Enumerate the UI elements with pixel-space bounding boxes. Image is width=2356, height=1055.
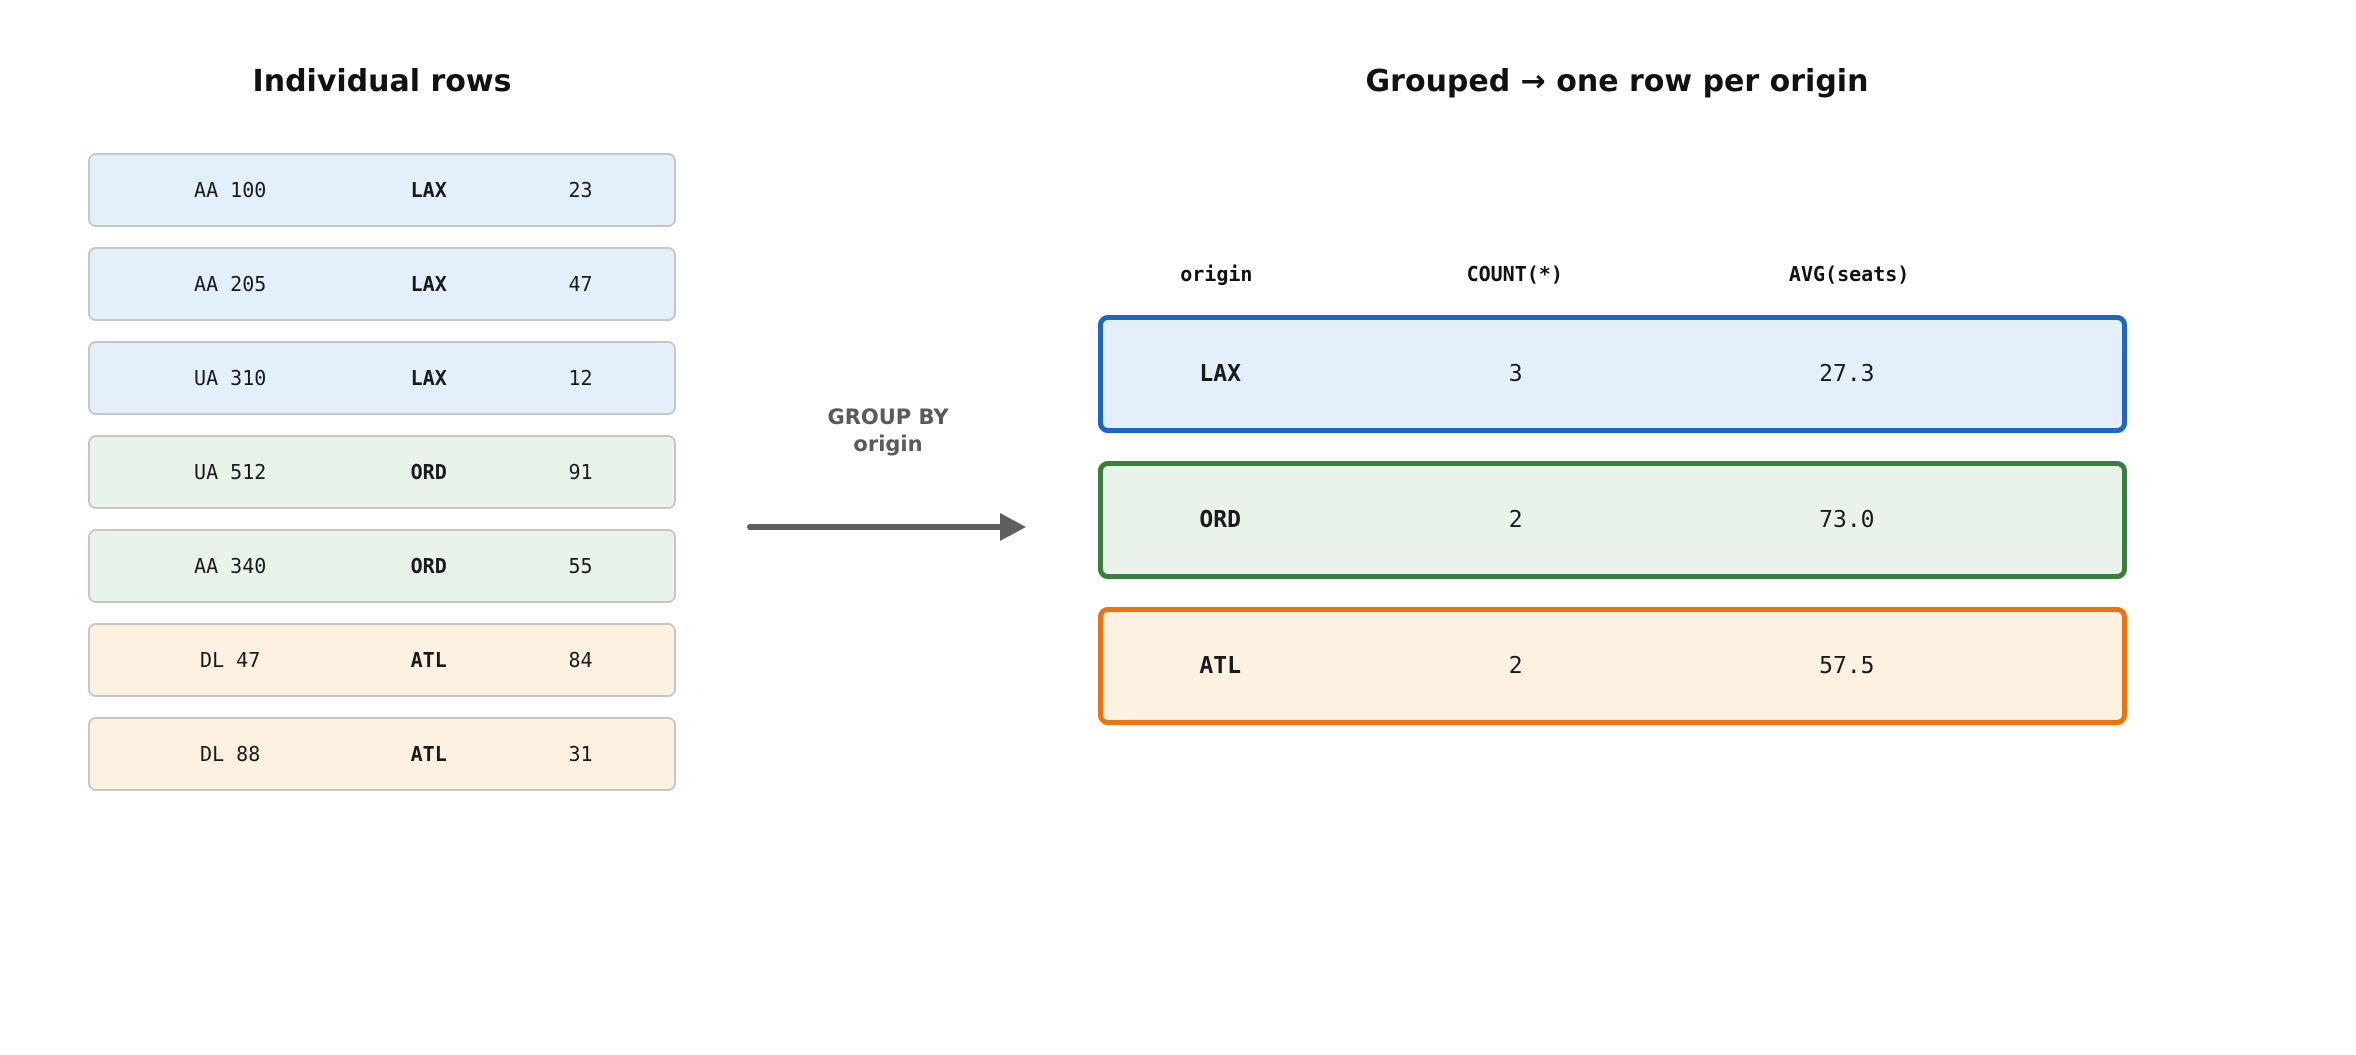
group-by-label-line2: origin: [853, 432, 923, 456]
origin-cell: LAX: [410, 178, 447, 202]
group-avg-cell: 57.5: [1819, 653, 1875, 679]
grouped-row: ATL 2 57.5: [1098, 607, 2127, 725]
group-by-label-line1: GROUP BY: [827, 405, 949, 429]
seats-cell: 91: [568, 460, 593, 484]
group-avg-cell: 27.3: [1819, 361, 1875, 387]
column-header-avg: AVG(seats): [1788, 262, 1910, 286]
group-count-cell: 2: [1508, 653, 1523, 679]
seats-cell: 12: [568, 366, 593, 390]
origin-cell: ATL: [410, 648, 447, 672]
flight-cell: AA 100: [194, 178, 267, 202]
group-count-cell: 3: [1508, 361, 1523, 387]
flight-cell: AA 340: [194, 554, 267, 578]
group-count-cell: 2: [1508, 507, 1523, 533]
group-avg-cell: 73.0: [1819, 507, 1875, 533]
seats-cell: 31: [568, 742, 593, 766]
flight-row: UA 310 LAX 12: [88, 341, 676, 415]
right-arrow-icon: [747, 524, 1005, 530]
flight-row: DL 47 ATL 84: [88, 623, 676, 697]
flight-cell: DL 47: [200, 648, 261, 672]
flight-row: AA 100 LAX 23: [88, 153, 676, 227]
group-origin-cell: ORD: [1199, 507, 1241, 533]
column-header-origin: origin: [1180, 262, 1253, 286]
column-header-count: COUNT(*): [1466, 262, 1563, 286]
seats-cell: 84: [568, 648, 593, 672]
seats-cell: 47: [568, 272, 593, 296]
flight-cell: UA 310: [194, 366, 267, 390]
flight-row: DL 88 ATL 31: [88, 717, 676, 791]
flight-cell: DL 88: [200, 742, 261, 766]
left-panel-title: Individual rows: [252, 64, 512, 99]
grouped-row: LAX 3 27.3: [1098, 315, 2127, 433]
group-origin-cell: LAX: [1199, 361, 1241, 387]
right-arrow-head-icon: [1000, 513, 1026, 541]
seats-cell: 55: [568, 554, 593, 578]
group-by-label: GROUP BY origin: [768, 404, 1008, 458]
flight-row: UA 512 ORD 91: [88, 435, 676, 509]
grouped-table-header: origin COUNT(*) AVG(seats): [1098, 258, 2127, 290]
origin-cell: ORD: [410, 460, 447, 484]
flight-cell: UA 512: [194, 460, 267, 484]
seats-cell: 23: [568, 178, 593, 202]
grouped-row: ORD 2 73.0: [1098, 461, 2127, 579]
origin-cell: LAX: [410, 366, 447, 390]
origin-cell: LAX: [410, 272, 447, 296]
origin-cell: ATL: [410, 742, 447, 766]
flight-cell: AA 205: [194, 272, 267, 296]
group-origin-cell: ATL: [1199, 653, 1241, 679]
right-panel-title: Grouped → one row per origin: [1365, 64, 1869, 99]
flight-row: AA 340 ORD 55: [88, 529, 676, 603]
flight-row: AA 205 LAX 47: [88, 247, 676, 321]
origin-cell: ORD: [410, 554, 447, 578]
